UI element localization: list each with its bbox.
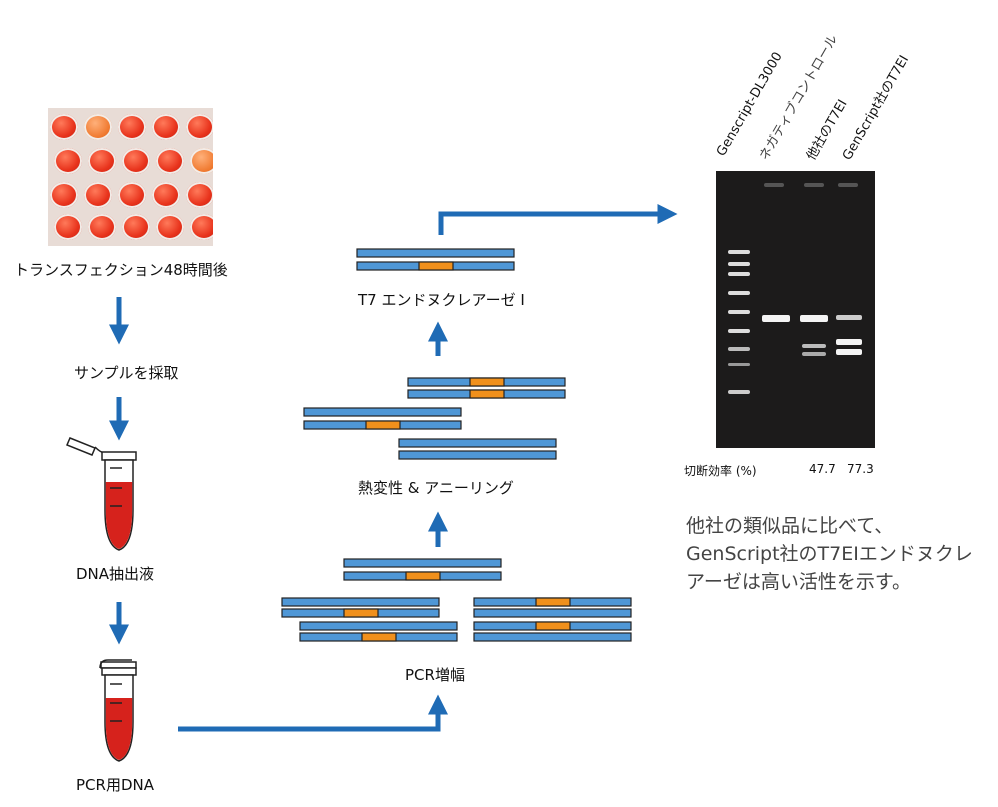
arrow-to-gel-icon: [438, 204, 678, 235]
cell-culture-plate-image: [48, 108, 213, 246]
step-sample-label: サンプルを採取: [74, 364, 179, 382]
annealing-dna-strands: [303, 377, 566, 460]
arrow-connector-pcr-icon: [178, 694, 448, 732]
pcr-dna-strands: [281, 558, 632, 642]
step-t7-label: T7 エンドヌクレアーゼ I: [358, 291, 525, 309]
efficiency-genscript: 77.3: [847, 462, 874, 476]
step-pcr-dna-label: PCR用DNA: [76, 776, 154, 794]
step-denature-label: 熱変性 & アニーリング: [358, 479, 514, 497]
pcr-dna-tube-icon: [99, 659, 137, 762]
efficiency-competitor: 47.7: [809, 462, 836, 476]
step-dna-extract-label: DNA抽出液: [76, 565, 155, 583]
summary-note: 他社の類似品に比べて、 GenScript社のT7EIエンドヌクレ アーゼは高い…: [686, 512, 986, 596]
dna-extract-tube-icon: [66, 437, 137, 551]
agarose-gel-image: [716, 171, 875, 448]
step-pcr-amp-label: PCR増幅: [405, 666, 465, 684]
efficiency-label: 切断効率 (%): [684, 464, 757, 478]
summary-line-2: GenScript社のT7EIエンドヌクレ: [686, 543, 973, 565]
heteroduplex-dna-strands: [356, 248, 515, 271]
step-transfection-label: トランスフェクション48時間後: [14, 261, 228, 279]
summary-line-1: 他社の類似品に比べて、: [686, 515, 894, 537]
summary-line-3: アーゼは高い活性を示す。: [686, 571, 911, 593]
